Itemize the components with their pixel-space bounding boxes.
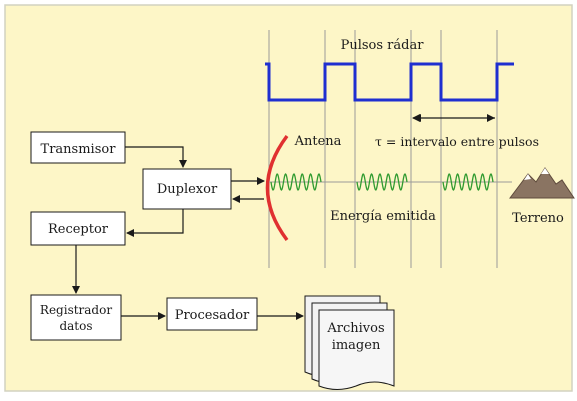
image-files-label-line2: imagen (332, 338, 381, 353)
data-recorder-block (31, 295, 121, 340)
image-files-label-line1: Archivos (326, 321, 384, 336)
transmitter-label: Transmisor (41, 142, 117, 157)
data-recorder-label-line2: datos (59, 319, 92, 333)
data-recorder-label-line1: Registrador (40, 303, 112, 317)
receiver-label: Receptor (48, 222, 109, 237)
interval-label: τ = intervalo entre pulsos (375, 134, 539, 149)
pulses-label: Pulsos rádar (341, 38, 425, 53)
processor-label: Procesador (175, 308, 250, 323)
duplexer-label: Duplexor (157, 182, 218, 197)
energy-label: Energía emitida (330, 209, 436, 224)
terrain-label: Terreno (512, 211, 564, 226)
antenna-label: Antena (294, 134, 342, 149)
